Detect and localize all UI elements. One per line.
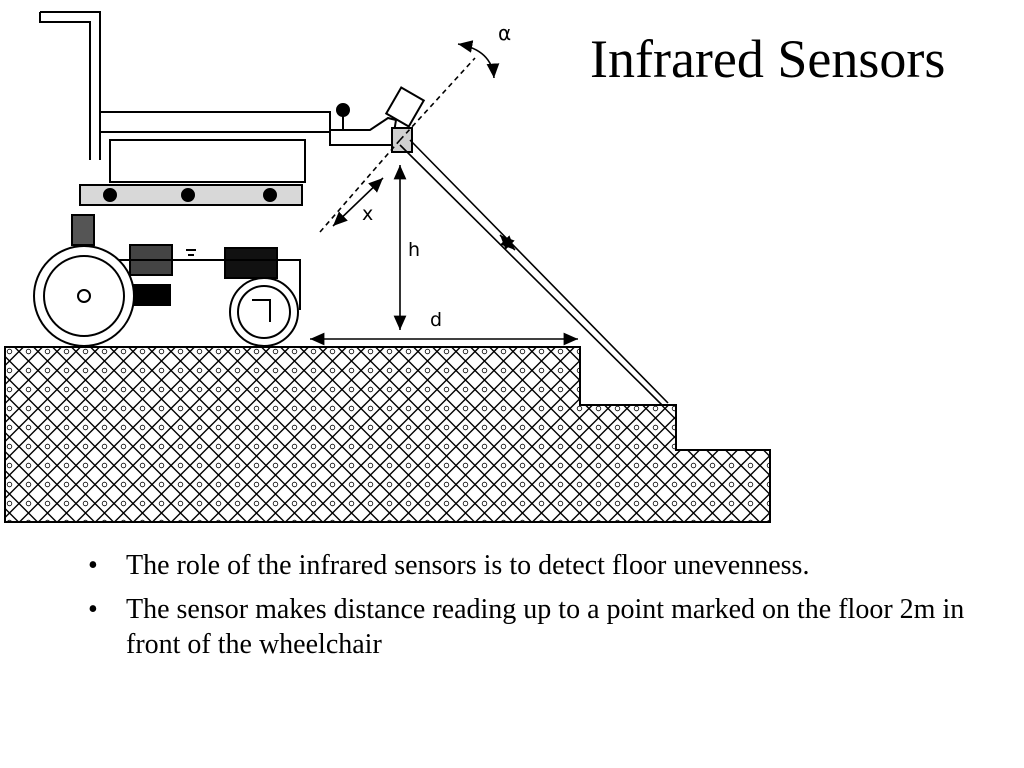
bullet-list: • The role of the infrared sensors is to… xyxy=(88,548,988,671)
alpha-label: α xyxy=(498,21,511,45)
h-label: h xyxy=(408,239,420,261)
x-label: x xyxy=(362,203,373,225)
floor-step xyxy=(4,346,771,523)
bullet-text: The sensor makes distance reading up to … xyxy=(126,593,965,661)
slide-title: Infrared Sensors xyxy=(590,29,946,89)
bullet-item: • The role of the infrared sensors is to… xyxy=(88,548,988,584)
bullet-text: The role of the infrared sensors is to d… xyxy=(126,550,810,581)
wheelchair-sensor-diagram: α x h d xyxy=(4,11,771,523)
bullet-symbol: • xyxy=(88,593,98,625)
wheelchair xyxy=(33,11,426,347)
sensor-geometry xyxy=(310,40,669,406)
bullet-item: • The sensor makes distance reading up t… xyxy=(88,592,988,663)
bullet-symbol: • xyxy=(88,550,98,581)
d-label: d xyxy=(430,309,442,331)
